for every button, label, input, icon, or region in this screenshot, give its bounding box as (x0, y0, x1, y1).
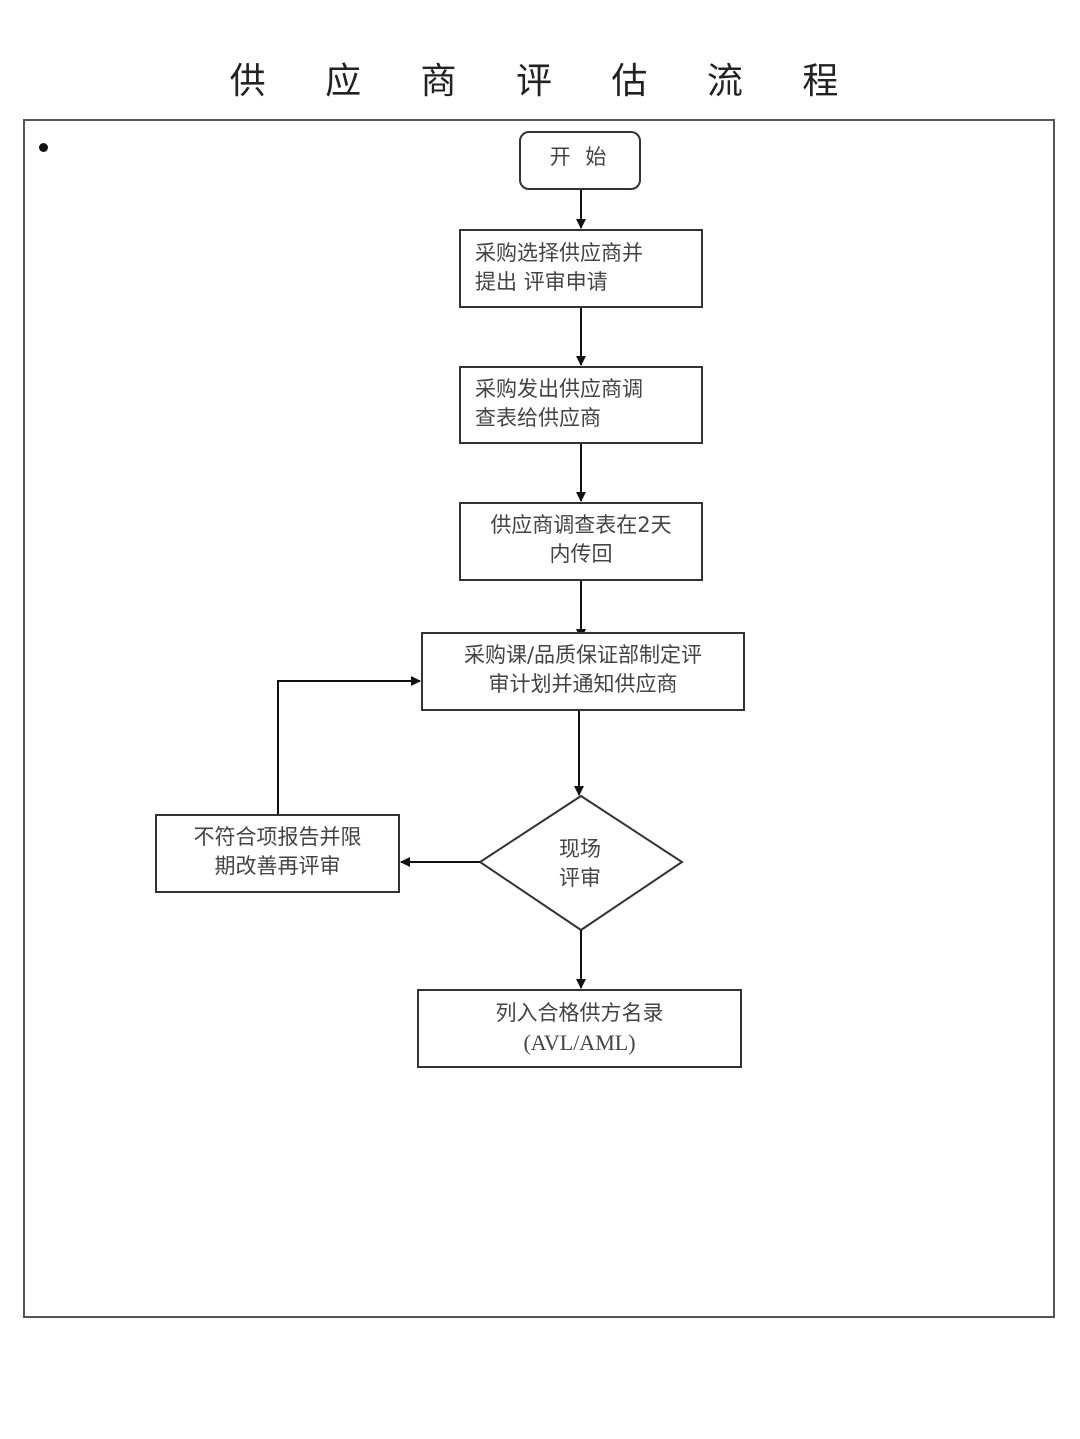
step-nonconformance: 不符合项报告并限 期改善再评审 (155, 814, 400, 893)
page-title: 供 应 商 评 估 流 程 (229, 61, 863, 102)
step-text-line: 内传回 (549, 542, 613, 566)
step-text-line: (AVL/AML) (523, 1030, 636, 1055)
step-text-line: 审计划并通知供应商 (488, 672, 678, 696)
step-text-line: 查表给供应商 (475, 406, 601, 430)
step-send-survey: 采购发出供应商调 查表给供应商 (459, 366, 703, 444)
step-make-plan: 采购课/品质保证部制定评 审计划并通知供应商 (421, 632, 745, 711)
step-text-line: 期改善再评审 (214, 854, 341, 878)
step-select-supplier: 采购选择供应商并 提出 评审申请 (459, 229, 703, 308)
step-text-line: 不符合项报告并限 (193, 825, 362, 849)
diagram-frame (23, 119, 1055, 1318)
step-text-line: 采购选择供应商并 (475, 241, 643, 265)
step-text-line: 列入合格供方名录 (495, 1001, 664, 1025)
step-approved-list: 列入合格供方名录 (AVL/AML) (417, 989, 742, 1068)
step-return-survey: 供应商调查表在2天 内传回 (459, 502, 703, 581)
bullet-marker (39, 143, 48, 152)
start-label: 开 始 (549, 145, 611, 169)
decision-text-line: 评审 (559, 866, 601, 890)
decision-label: 现场 评审 (530, 835, 630, 893)
start-node: 开 始 (519, 131, 641, 190)
step-text-line: 采购发出供应商调 (475, 377, 643, 401)
decision-text-line: 现场 (559, 837, 601, 861)
step-text-line: 供应商调查表在2天 (490, 513, 672, 537)
step-text-line: 提出 评审申请 (475, 270, 608, 294)
step-text-line: 采购课/品质保证部制定评 (463, 643, 703, 667)
arrow-nonconformance-to-plan (277, 676, 421, 814)
